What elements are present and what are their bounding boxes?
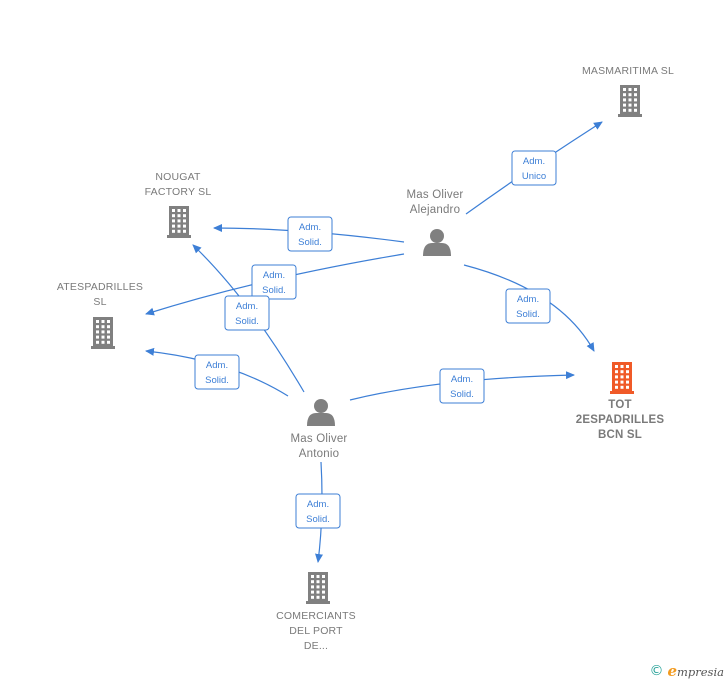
person-label-alejandro[interactable]: Mas Oliver Alejandro	[375, 188, 495, 218]
edge-label-text: Solid.	[235, 316, 259, 327]
edge-label-antonio-nougat[interactable]: Adm. Solid.	[224, 295, 270, 331]
edge-label-box	[439, 368, 485, 404]
edge-label-alejandro-tot[interactable]: Adm. Solid.	[505, 288, 551, 324]
edge-label-text: Solid.	[205, 375, 229, 386]
company-label-tot[interactable]: TOT 2ESPADRILLES BCN SL	[560, 398, 680, 443]
edge-label-text: Adm.	[236, 301, 258, 312]
company-label-line: FACTORY SL	[144, 186, 212, 198]
company-label-line: COMERCIANTS	[276, 610, 356, 622]
person-label-line: Alejandro	[409, 204, 461, 216]
company-label-comerciants[interactable]: COMERCIANTS DEL PORT DE...	[256, 609, 376, 654]
edge-label-text: Adm.	[263, 270, 285, 281]
building-icon-nougat[interactable]	[167, 206, 191, 238]
edge-label-text: Adm.	[523, 156, 545, 167]
edge-label-box	[505, 288, 551, 324]
edge-label-antonio-comerciants[interactable]: Adm. Solid.	[295, 493, 341, 529]
edge-label-antonio-tot[interactable]: Adm. Solid.	[439, 368, 485, 404]
edge-label-text: Adm.	[451, 374, 473, 385]
edge-label-box	[511, 150, 557, 186]
company-label-line: MASMARITIMA SL	[581, 65, 675, 77]
copyright-icon: ©	[649, 663, 664, 679]
edge-label-box	[224, 295, 270, 331]
edge-label-alejandro-atespadrilles[interactable]: Adm. Solid.	[251, 264, 297, 300]
person-label-line: Mas Oliver	[406, 189, 464, 201]
brand-name: mpresia	[676, 665, 724, 679]
edge-label-text: Solid.	[262, 285, 286, 296]
company-label-line: DEL PORT	[289, 625, 343, 637]
brand-initial: e	[667, 662, 677, 680]
edge-label-box	[251, 264, 297, 300]
edge-label-alejandro-nougat[interactable]: Adm. Solid.	[287, 216, 333, 252]
company-label-atespadrilles[interactable]: ATESPADRILLES SL	[40, 280, 160, 310]
edge-label-text: Adm.	[307, 499, 329, 510]
edge-label-antonio-atespadrilles[interactable]: Adm. Solid.	[194, 354, 240, 390]
company-label-line: TOT	[608, 399, 632, 411]
company-label-line: DE...	[303, 640, 329, 652]
edge-label-text: Solid.	[298, 237, 322, 248]
edge-label-text: Unico	[522, 171, 546, 182]
edge-label-text: Adm.	[517, 294, 539, 305]
person-label-line: Mas Oliver	[290, 433, 348, 445]
company-label-nougat[interactable]: NOUGAT FACTORY SL	[118, 170, 238, 200]
company-label-line: BCN SL	[597, 429, 642, 441]
footer-brand: © empresia	[649, 662, 724, 680]
edge-label-box	[295, 493, 341, 529]
building-icon-masmaritima[interactable]	[618, 85, 642, 117]
person-label-antonio[interactable]: Mas Oliver Antonio	[259, 432, 379, 462]
edge-label-text: Adm.	[299, 222, 321, 233]
company-label-line: SL	[93, 296, 107, 308]
brand-logo: empresia	[667, 662, 724, 680]
edge-label-text: Solid.	[450, 389, 474, 400]
edge-label-box	[194, 354, 240, 390]
building-icon-atespadrilles[interactable]	[91, 317, 115, 349]
edge-label-text: Solid.	[306, 514, 330, 525]
building-icon-comerciants[interactable]	[306, 572, 330, 604]
building-icon-tot[interactable]	[610, 362, 634, 394]
company-label-line: ATESPADRILLES	[56, 281, 144, 293]
edge-label-text: Solid.	[516, 309, 540, 320]
company-label-masmaritima[interactable]: MASMARITIMA SL	[568, 64, 688, 79]
person-label-line: Antonio	[298, 448, 340, 460]
edge-label-box	[287, 216, 333, 252]
company-label-line: 2ESPADRILLES	[575, 414, 665, 426]
edge-label-alejandro-masmaritima[interactable]: Adm. Unico	[511, 150, 557, 186]
edge-label-text: Adm.	[206, 360, 228, 371]
company-label-line: NOUGAT	[155, 171, 201, 183]
person-icon-alejandro[interactable]	[423, 229, 451, 256]
person-icon-antonio[interactable]	[307, 399, 335, 426]
